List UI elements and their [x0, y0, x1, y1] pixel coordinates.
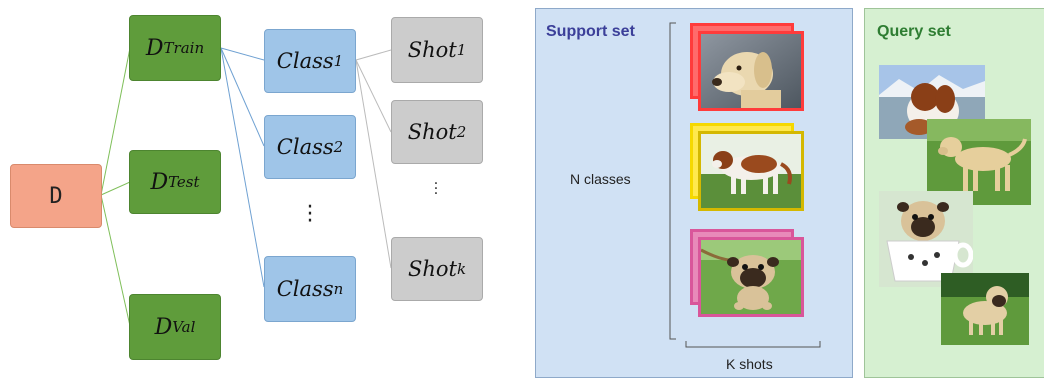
node-d: D	[10, 164, 102, 228]
node-shot-2-sub: 2	[456, 123, 467, 141]
node-d-test-base: D	[150, 169, 169, 195]
node-shot-2-base: Shot	[407, 120, 457, 144]
edge-train-class2	[220, 47, 265, 147]
support-card-labrador	[690, 23, 804, 111]
node-shot-1-sub: 1	[456, 41, 467, 59]
n-classes-bracket	[669, 22, 676, 340]
edge-d-val	[100, 194, 131, 327]
k-shots-bracket	[685, 341, 821, 348]
pug-photo	[698, 237, 804, 317]
node-class-1-sub: 1	[333, 52, 344, 70]
node-d-val-sub: Val	[172, 318, 196, 336]
edge-train-class1	[220, 47, 265, 61]
support-set-title: Support set	[546, 23, 635, 40]
query-saint-bernard-photo	[879, 65, 985, 139]
support-card-saint-bernard	[690, 123, 804, 211]
edge-d-train	[100, 47, 131, 196]
query-set-title: Query set	[877, 23, 951, 40]
node-class-2-sub: 2	[333, 138, 344, 156]
query-labrador-photo	[927, 119, 1031, 205]
saint-bernard-photo	[698, 131, 804, 211]
node-d-val-base: D	[154, 314, 173, 340]
edge-d-test	[100, 181, 131, 196]
edge-train-classn	[220, 47, 265, 288]
node-d-test-sub: Test	[168, 173, 200, 191]
node-class-n-sub: n	[333, 280, 344, 298]
shot-ellipsis: ···	[433, 176, 439, 202]
query-set-panel: Query set	[864, 8, 1044, 378]
support-card-pug	[690, 229, 804, 317]
node-shot-1-base: Shot	[407, 38, 457, 62]
query-pug-photo	[941, 273, 1029, 345]
node-shot-k-base: Shot	[407, 257, 457, 281]
edge-class1-shot2	[355, 59, 392, 133]
labrador-photo	[698, 31, 804, 111]
class-ellipsis: ···	[306, 195, 314, 234]
support-set-panel: Support set N classes	[535, 8, 853, 378]
node-d-train-sub: Train	[163, 39, 205, 57]
edge-class1-shot1	[355, 49, 392, 61]
node-class-1-base: Class	[276, 49, 334, 73]
n-classes-label: N classes	[570, 171, 631, 187]
node-class-2-base: Class	[276, 135, 334, 159]
node-d-label: D	[49, 183, 63, 209]
node-d-train-base: D	[145, 35, 164, 61]
edge-class1-shotk	[355, 59, 392, 269]
query-pug-in-cup-photo	[879, 191, 973, 287]
node-shot-k-sub: k	[456, 260, 467, 278]
node-class-n-base: Class	[276, 277, 334, 301]
k-shots-label: K shots	[726, 356, 773, 372]
tree-edges	[100, 47, 392, 327]
